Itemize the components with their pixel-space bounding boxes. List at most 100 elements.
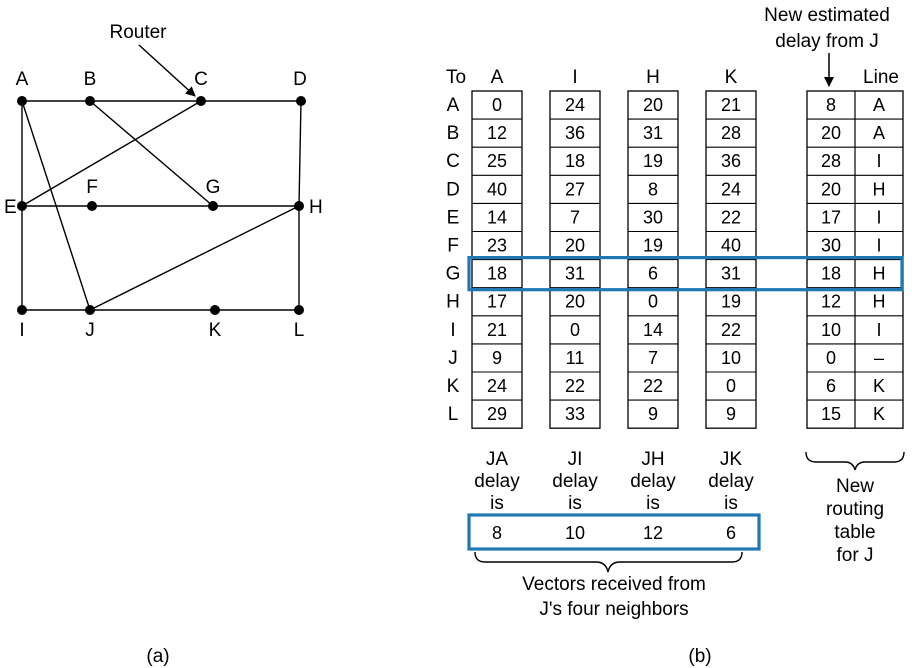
- new-line-d: H: [873, 179, 886, 199]
- vector-cell-k-h: 19: [721, 292, 741, 312]
- vector-cell-k-e: 22: [721, 207, 741, 227]
- router-node-l: [294, 305, 304, 315]
- vector-cell-i-k: 22: [565, 376, 585, 396]
- router-node-i: [17, 305, 27, 315]
- vector-cell-k-c: 36: [721, 151, 741, 171]
- router-label-a: A: [16, 69, 29, 90]
- router-node-g: [208, 201, 218, 211]
- router-label-l: L: [294, 320, 305, 341]
- new-delay-l: 15: [821, 404, 841, 424]
- neighbor-vectors: A0122540142318172192429JAdelayis8I243618…: [471, 67, 757, 543]
- vector-cell-k-b: 28: [721, 123, 741, 143]
- new-delay-e: 17: [821, 207, 841, 227]
- delay-label-h-2: is: [646, 493, 660, 514]
- link-delay-h: 12: [643, 523, 663, 543]
- router-label: Router: [109, 22, 167, 43]
- new-delay-c: 28: [821, 151, 841, 171]
- highlight-group: [467, 256, 904, 551]
- vector-cell-i-d: 27: [565, 179, 585, 199]
- router-arrow: [138, 44, 196, 97]
- vector-cell-h-f: 19: [643, 236, 663, 256]
- row-label-d: D: [446, 179, 460, 200]
- to-header: To: [446, 67, 466, 88]
- vector-cell-a-d: 40: [487, 179, 507, 199]
- new-delay-i: 10: [821, 320, 841, 340]
- vector-cell-h-a: 20: [643, 95, 663, 115]
- new-routing-table: New estimated delay from J Line 82028201…: [764, 5, 904, 429]
- router-node-a: [17, 96, 27, 106]
- row-label-c: C: [446, 151, 460, 172]
- router-node-b: [85, 96, 95, 106]
- router-label-h: H: [309, 197, 323, 218]
- delay-label-h-0: JH: [641, 449, 664, 470]
- vector-cell-i-i: 0: [570, 320, 580, 340]
- new-line-i: I: [876, 320, 881, 340]
- new-line-k: K: [873, 376, 885, 396]
- row-label-k: K: [447, 376, 460, 397]
- vector-cell-a-a: 0: [492, 95, 502, 115]
- vector-cell-a-c: 25: [487, 151, 507, 171]
- vector-cell-a-h: 17: [487, 292, 507, 312]
- new-line-b: A: [873, 123, 885, 143]
- vector-cell-h-d: 8: [648, 179, 658, 199]
- vector-cell-h-e: 30: [643, 207, 663, 227]
- row-label-e: E: [447, 207, 460, 228]
- vector-cell-h-h: 0: [648, 292, 658, 312]
- vector-cell-a-k: 24: [487, 376, 507, 396]
- vector-cell-a-g: 18: [487, 264, 507, 284]
- brace-group: [474, 451, 905, 573]
- new-line-h: H: [873, 292, 886, 312]
- row-label-f: F: [447, 236, 459, 257]
- vector-cell-a-b: 12: [487, 123, 507, 143]
- caption-b: (b): [688, 646, 711, 667]
- delay-label-k-2: is: [724, 493, 738, 514]
- delay-label-a-0: JA: [486, 449, 509, 470]
- vectors-caption-line2: J's four neighbors: [539, 599, 688, 620]
- router-label-c: C: [194, 69, 208, 90]
- new-delay-b: 20: [821, 123, 841, 143]
- neighbor-header-h: H: [646, 67, 660, 88]
- router-node-d: [296, 96, 306, 106]
- vector-cell-a-e: 14: [487, 207, 507, 227]
- new-line-e: I: [876, 207, 881, 227]
- highlight-row-g: [467, 256, 904, 292]
- router-label-i: I: [19, 320, 24, 341]
- link-a-j: [21, 100, 91, 311]
- new-estimate-label-line1: New estimated: [764, 5, 890, 26]
- vector-cell-k-f: 40: [721, 236, 741, 256]
- link-c-e: [21, 100, 202, 207]
- link-j-h: [89, 205, 300, 311]
- vector-cell-k-j: 10: [721, 348, 741, 368]
- vector-cell-i-c: 18: [565, 151, 585, 171]
- vector-cell-a-l: 29: [487, 404, 507, 424]
- router-node-k: [210, 305, 220, 315]
- delay-label-h-1: delay: [630, 471, 676, 492]
- vector-cell-i-b: 36: [565, 123, 585, 143]
- router-label-d: D: [293, 69, 307, 90]
- new-line-l: K: [873, 404, 885, 424]
- router-label-f: F: [86, 177, 98, 198]
- routing-caption-line4: for J: [837, 545, 874, 566]
- new-line-j: –: [874, 348, 884, 368]
- delay-label-a-2: is: [490, 493, 504, 514]
- delay-label-i-2: is: [568, 493, 582, 514]
- row-label-i: I: [450, 320, 455, 341]
- router-label-k: K: [209, 320, 222, 341]
- vector-cell-a-f: 23: [487, 236, 507, 256]
- vector-cell-h-c: 19: [643, 151, 663, 171]
- router-node-f: [87, 201, 97, 211]
- vector-cell-i-l: 33: [565, 404, 585, 424]
- link-b-g: [89, 100, 214, 207]
- vector-cell-i-h: 20: [565, 292, 585, 312]
- router-node-e: [17, 201, 27, 211]
- vector-cell-h-i: 14: [643, 320, 663, 340]
- routing-caption-line2: routing: [826, 499, 884, 520]
- row-label-g: G: [446, 264, 461, 285]
- link-d-h: [298, 100, 302, 207]
- new-delay-g: 18: [821, 264, 841, 284]
- vector-cell-h-j: 7: [648, 348, 658, 368]
